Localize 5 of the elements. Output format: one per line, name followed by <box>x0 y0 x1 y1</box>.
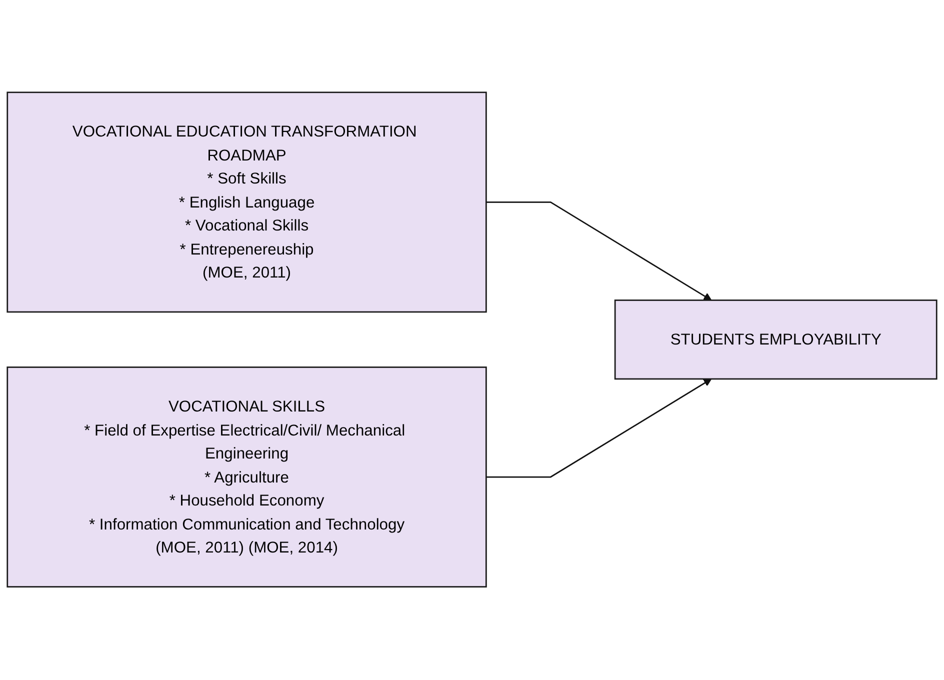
arrow <box>486 378 712 478</box>
node-box: VOCATIONAL EDUCATION TRANSFORMATION ROADMAP * Soft Skills * English Language * Vocational Skills * Entrepenereuship (MOE, 2011) <box>6 92 487 314</box>
arrow <box>486 202 712 301</box>
node-box: STUDENTS EMPLOYABILITY <box>614 300 938 380</box>
node-box: VOCATIONAL SKILLS * Field of Expertise Electrical/Civil/ Mechanical Engineering * Agriculture * Household Economy * Information Communication and Technology (MOE, 2011) (MOE, 2014) <box>6 366 487 588</box>
